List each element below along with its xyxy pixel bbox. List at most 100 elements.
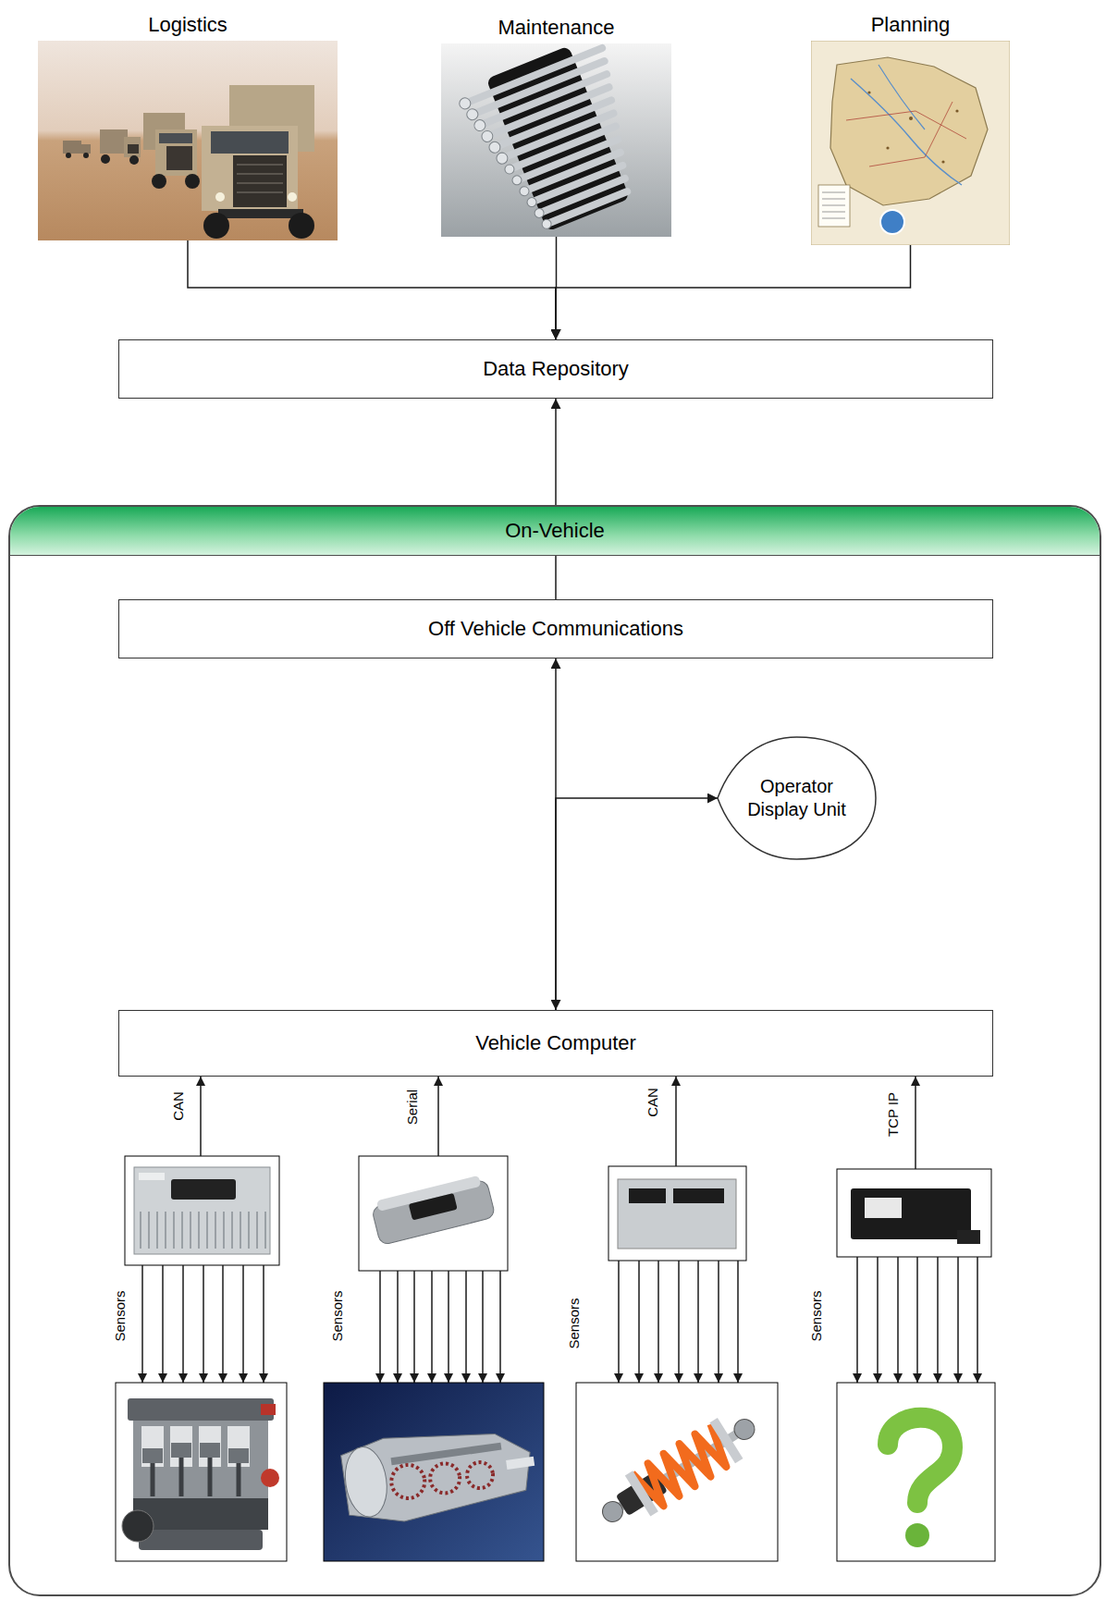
convoy-photo <box>236 163 283 166</box>
sensor-arrow <box>141 1265 144 1383</box>
wrench-photo <box>465 48 656 236</box>
sensor-arrow <box>262 1265 265 1383</box>
photo-heading: Maintenance <box>498 15 615 40</box>
engine-picture <box>138 1529 263 1550</box>
transmission-picture <box>339 1417 541 1529</box>
bus-arrow <box>199 1076 202 1156</box>
engine-picture <box>152 1457 239 1497</box>
bus-arrow <box>675 1076 677 1167</box>
bus-arrow <box>914 1076 917 1169</box>
engine-picture <box>227 1425 250 1467</box>
engine-control-module <box>124 1155 280 1266</box>
wrench-photo <box>494 150 510 166</box>
engine-picture <box>171 1442 192 1458</box>
shock-absorber-picture <box>598 1497 627 1525</box>
unknown-control-module <box>836 1168 992 1257</box>
engine-picture <box>127 1398 274 1421</box>
wrench-photo <box>472 61 605 115</box>
unknown-control-module <box>836 1168 992 1257</box>
engine-control-module <box>138 1172 165 1180</box>
connector-arrow <box>555 245 911 340</box>
convoy-photo <box>210 131 289 154</box>
convoy-photo <box>83 152 89 159</box>
bus-name: Serial <box>404 1087 420 1127</box>
transmission-picture <box>323 1382 544 1561</box>
bus-name: CAN <box>644 1085 661 1119</box>
sensor-arrow <box>737 1260 739 1383</box>
transmission-control-module <box>358 1155 508 1271</box>
map-photo <box>822 218 846 220</box>
map-photo <box>818 184 850 227</box>
map-photo <box>850 78 962 185</box>
bus-name: TCP IP <box>884 1090 901 1139</box>
convoy-photo <box>218 208 304 219</box>
convoy-photo <box>236 164 283 193</box>
wrench-photo <box>465 107 480 123</box>
shock-absorber-picture <box>625 1470 659 1516</box>
engine-control-module <box>247 1211 250 1249</box>
convoy-photo <box>155 129 197 176</box>
transmission-picture <box>505 1456 535 1470</box>
convoy-photo <box>62 140 82 154</box>
sensor-arrow <box>142 1256 978 1383</box>
wrench-photo <box>479 129 495 145</box>
shock-absorber-picture <box>730 1414 759 1443</box>
unknown-control-module <box>850 1188 971 1240</box>
display-outline <box>717 737 876 860</box>
process-box: Off Vehicle Communications <box>118 599 994 659</box>
sensor-arrow <box>856 1256 859 1383</box>
sensor-arrow <box>717 1260 720 1383</box>
group-header-band: On-Vehicle <box>10 506 1100 556</box>
convoy-photo <box>123 136 141 158</box>
map-photo <box>822 198 846 200</box>
convoy-photo <box>166 146 193 171</box>
wrench-photo <box>441 43 672 237</box>
unknown-control-module <box>957 1229 981 1244</box>
map-photo <box>822 205 846 207</box>
transmission-control-module <box>369 1173 496 1246</box>
bus-name: CAN <box>170 1089 186 1123</box>
map-photo <box>811 40 1010 246</box>
map-photo <box>941 159 945 163</box>
convoy-photo <box>287 192 297 202</box>
sensor-arrow <box>242 1265 245 1383</box>
convoy-photo <box>236 172 283 175</box>
map-photo <box>885 146 889 149</box>
wrench-photo <box>533 207 546 220</box>
sensor-arrow <box>936 1256 939 1383</box>
node-label: Operator Display Unit <box>738 774 855 822</box>
engine-control-module <box>124 1155 280 1266</box>
signal-label: Sensors <box>329 1288 345 1343</box>
transmission-picture <box>465 1460 495 1490</box>
transmission-picture <box>339 1417 541 1529</box>
map-photo <box>909 116 913 121</box>
photo-heading: Logistics <box>147 12 228 37</box>
transmission-picture <box>323 1382 544 1561</box>
signal-label: Sensors <box>565 1295 582 1351</box>
unknown-control-module <box>864 1197 902 1218</box>
engine-picture <box>122 1510 154 1542</box>
map-photo <box>822 192 846 219</box>
shock-absorber-picture <box>576 1382 778 1561</box>
transmission-picture <box>428 1461 462 1495</box>
sensor-arrow <box>697 1260 700 1383</box>
sensor-arrow <box>876 1256 879 1383</box>
question-mark-picture <box>836 1382 996 1561</box>
engine-control-module <box>222 1211 225 1249</box>
group-container: On-VehicleOff Vehicle CommunicationsOper… <box>8 504 1102 1597</box>
sensor-arrow <box>182 1265 185 1383</box>
map-photo <box>867 90 959 163</box>
engine-picture <box>260 1403 276 1415</box>
convoy-photo <box>159 133 193 144</box>
engine-picture <box>228 1448 249 1463</box>
engine-control-module <box>256 1211 259 1249</box>
sensor-arrow <box>897 1256 899 1383</box>
question-mark-picture <box>905 1523 930 1548</box>
engine-picture <box>199 1442 221 1458</box>
wrench-photo <box>441 43 672 237</box>
engine-control-module <box>140 1211 266 1249</box>
sensor-arrow <box>430 1270 433 1383</box>
transmission-picture <box>389 1462 428 1501</box>
photo-heading: Planning <box>871 12 951 37</box>
